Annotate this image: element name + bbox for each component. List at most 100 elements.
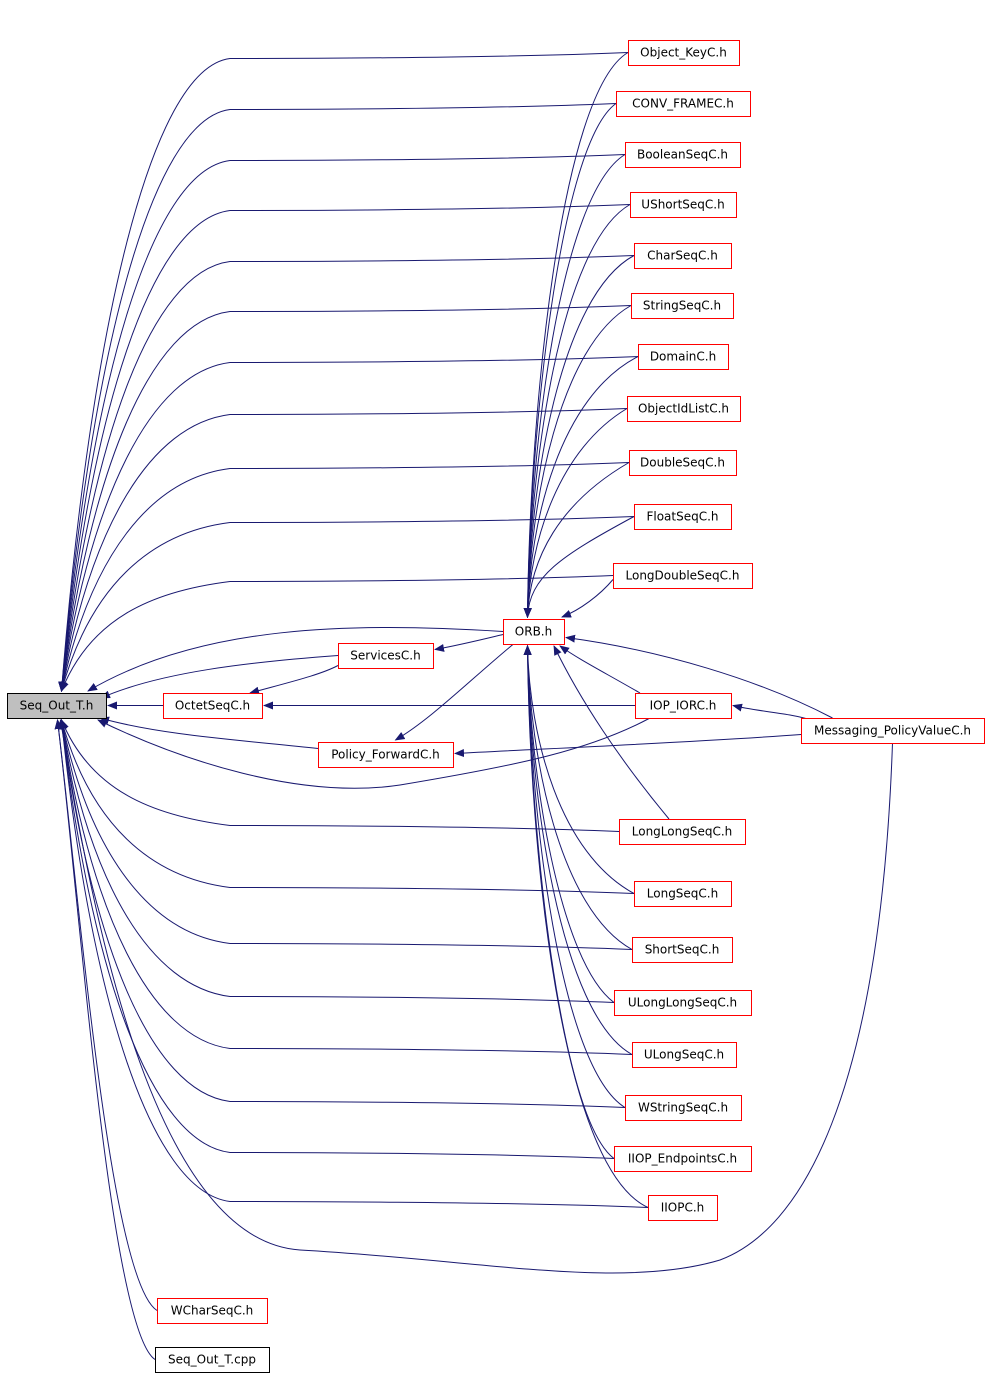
node-doubleseqc_h[interactable]: DoubleSeqC.h: [629, 450, 737, 476]
node-label: StringSeqC.h: [643, 299, 721, 313]
node-objectidlistc_h[interactable]: ObjectIdListC.h: [627, 396, 741, 422]
node-label: CONV_FRAMEC.h: [632, 97, 734, 111]
node-label: ServicesC.h: [350, 649, 420, 663]
node-box[interactable]: [634, 504, 732, 530]
node-iiop_endpointsc_h[interactable]: IIOP_EndpointsC.h: [614, 1146, 752, 1172]
node-box[interactable]: [648, 1195, 718, 1221]
node-booleanseqc_h[interactable]: BooleanSeqC.h: [625, 142, 741, 168]
node-box[interactable]: [163, 693, 263, 719]
edge-shortseqc_h-to-seq_out_t_h: [59, 719, 633, 950]
node-box[interactable]: [619, 819, 746, 845]
node-box[interactable]: [503, 619, 565, 645]
node-label: FloatSeqC.h: [646, 510, 718, 524]
node-label: IIOPC.h: [661, 1201, 705, 1215]
node-ushortseqc_h[interactable]: UShortSeqC.h: [630, 192, 737, 218]
node-octetseqc_h[interactable]: OctetSeqC.h: [163, 693, 263, 719]
node-box[interactable]: [613, 563, 753, 589]
node-label: Policy_ForwardC.h: [331, 748, 440, 762]
node-box[interactable]: [614, 990, 752, 1016]
node-conv_framec_h[interactable]: CONV_FRAMEC.h: [616, 91, 751, 117]
node-box[interactable]: [801, 718, 985, 744]
node-box[interactable]: [338, 643, 434, 669]
node-domainc_h[interactable]: DomainC.h: [638, 344, 729, 370]
node-box[interactable]: [634, 881, 732, 907]
edge-iiopc_h-to-orb_h: [523, 645, 649, 1208]
node-label: Seq_Out_T.h: [20, 699, 94, 713]
edge-iop_iorc_h-to-orb_h: [559, 645, 641, 694]
edge-floatseqc_h-to-seq_out_t_h: [60, 516, 635, 692]
node-orb_h[interactable]: ORB.h: [503, 619, 565, 645]
node-box[interactable]: [625, 142, 741, 168]
edge-floatseqc_h-to-orb_h: [523, 516, 635, 618]
node-box[interactable]: [634, 243, 732, 269]
node-stringseqc_h[interactable]: StringSeqC.h: [631, 293, 734, 319]
node-box[interactable]: [630, 192, 737, 218]
node-wstringseqc_h[interactable]: WStringSeqC.h: [625, 1095, 742, 1121]
node-wcharseqc_h[interactable]: WCharSeqC.h: [157, 1298, 268, 1324]
edge-conv_framec_h-to-seq_out_t_h: [58, 103, 617, 692]
node-longlongseqc_h[interactable]: LongLongSeqC.h: [619, 819, 746, 845]
node-box[interactable]: [635, 693, 732, 719]
edge-object_keyc_h-to-seq_out_t_h: [58, 52, 629, 692]
node-box[interactable]: [616, 91, 751, 117]
edge-doubleseqc_h-to-seq_out_t_h: [59, 462, 630, 692]
edge-objectidlistc_h-to-seq_out_t_h: [59, 408, 628, 692]
node-iiopc_h[interactable]: IIOPC.h: [648, 1195, 718, 1221]
node-label: ULongSeqC.h: [644, 1048, 724, 1062]
node-ulonglongseqc_h[interactable]: ULongLongSeqC.h: [614, 990, 752, 1016]
node-iop_iorc_h[interactable]: IOP_IORC.h: [635, 693, 732, 719]
node-box[interactable]: [638, 344, 729, 370]
node-longseqc_h[interactable]: LongSeqC.h: [634, 881, 732, 907]
edge-shortseqc_h-to-orb_h: [523, 645, 633, 950]
node-seq_out_t_cpp[interactable]: Seq_Out_T.cpp: [155, 1347, 270, 1373]
edge-ulonglongseqc_h-to-seq_out_t_h: [59, 719, 615, 1003]
node-longdoubleseqc_h[interactable]: LongDoubleSeqC.h: [613, 563, 753, 589]
edge-iop_iorc_h-to-seq_out_t_h: [97, 717, 651, 789]
edge-booleanseqc_h-to-seq_out_t_h: [58, 154, 626, 692]
edge-orb_h-to-seq_out_t_h: [87, 627, 504, 692]
node-box[interactable]: [614, 1146, 752, 1172]
edge-domainc_h-to-seq_out_t_h: [58, 356, 639, 692]
node-box[interactable]: [627, 396, 741, 422]
edge-iiop_endpointsc_h-to-seq_out_t_h: [58, 719, 615, 1159]
edge-doubleseqc_h-to-orb_h: [523, 462, 630, 618]
edge-longlongseqc_h-to-orb_h: [553, 645, 670, 820]
node-label: Seq_Out_T.cpp: [168, 1353, 256, 1367]
edge-objectidlistc_h-to-orb_h: [523, 408, 628, 618]
node-object_keyc_h[interactable]: Object_KeyC.h: [628, 40, 740, 66]
edge-messaging_policyvaluec_h-to-iop_iorc_h: [732, 703, 812, 721]
node-label: ORB.h: [515, 625, 552, 639]
node-charseqc_h[interactable]: CharSeqC.h: [634, 243, 732, 269]
node-policy_forwardc_h[interactable]: Policy_ForwardC.h: [318, 742, 454, 768]
node-label: DomainC.h: [650, 350, 716, 364]
edge-longseqc_h-to-orb_h: [523, 645, 635, 894]
edge-orb_h-to-servicesc_h: [434, 634, 504, 652]
node-box[interactable]: [625, 1095, 742, 1121]
edge-servicesc_h-to-seq_out_t_h: [100, 655, 339, 699]
node-label: ShortSeqC.h: [645, 943, 720, 957]
node-label: Object_KeyC.h: [640, 46, 727, 60]
node-seq_out_t_h: Seq_Out_T.h: [7, 693, 107, 719]
node-box[interactable]: [629, 450, 737, 476]
node-label: IOP_IORC.h: [650, 699, 717, 713]
node-shortseqc_h[interactable]: ShortSeqC.h: [632, 937, 733, 963]
node-box[interactable]: [318, 742, 454, 768]
node-box[interactable]: [157, 1298, 268, 1324]
node-box[interactable]: [631, 293, 734, 319]
node-label: IIOP_EndpointsC.h: [628, 1152, 737, 1166]
node-box[interactable]: [632, 937, 733, 963]
node-servicesc_h[interactable]: ServicesC.h: [338, 643, 434, 669]
node-floatseqc_h[interactable]: FloatSeqC.h: [634, 504, 732, 530]
edge-policy_forwardc_h-to-seq_out_t_h: [99, 716, 319, 749]
node-box[interactable]: [155, 1347, 270, 1373]
edge-longdoubleseqc_h-to-orb_h: [561, 579, 614, 618]
node-messaging_policyvaluec_h[interactable]: Messaging_PolicyValueC.h: [801, 718, 985, 744]
edge-object_keyc_h-to-orb_h: [523, 52, 629, 618]
node-box[interactable]: [628, 40, 740, 66]
node-label: DoubleSeqC.h: [640, 456, 725, 470]
edge-messaging_policyvaluec_h-to-policy_forwardc_h: [454, 734, 802, 758]
node-box[interactable]: [632, 1042, 737, 1068]
node-label: LongSeqC.h: [647, 887, 718, 901]
node-ulongseqc_h[interactable]: ULongSeqC.h: [632, 1042, 737, 1068]
